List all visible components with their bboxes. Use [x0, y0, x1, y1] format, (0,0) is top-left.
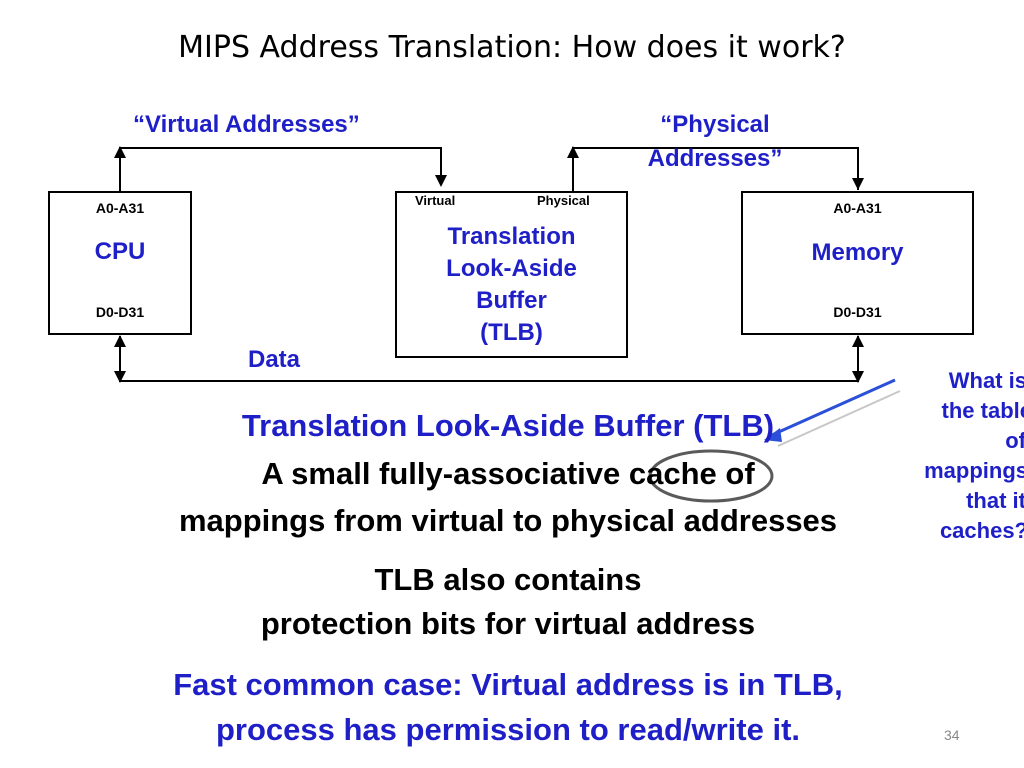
annotation-line6: caches? — [939, 518, 1024, 543]
memory-data-pins: D0-D31 — [833, 304, 882, 320]
body-line1: A small fully-associative cache of — [90, 456, 926, 492]
cpu-box: A0-A31 CPU D0-D31 — [48, 191, 192, 335]
cache-highlight-circle — [648, 449, 774, 503]
callout-annotation: What is the table of mappings that it ca… — [880, 366, 1024, 546]
page-number: 34 — [944, 727, 960, 743]
tlb-port-physical: Physical — [537, 193, 590, 208]
tlb-box: Virtual Physical Translation Look-Aside … — [395, 191, 628, 358]
virtual-address-wire — [119, 147, 442, 191]
annotation-line2: the table — [941, 398, 1024, 423]
data-bus-wire — [119, 336, 859, 382]
physical-addresses-label-line1: “Physical — [660, 111, 770, 138]
fast-case-line1: Fast common case: Virtual address is in … — [173, 667, 843, 702]
annotation-line1: What is — [948, 368, 1024, 393]
tlb-port-virtual: Virtual — [415, 193, 456, 208]
virtual-addresses-label: “Virtual Addresses” — [133, 111, 360, 138]
memory-box: A0-A31 Memory D0-D31 — [741, 191, 974, 335]
tlb-heading: Translation Look-Aside Buffer (TLB) — [241, 408, 775, 443]
slide-title: MIPS Address Translation: How does it wo… — [178, 30, 846, 65]
annotation-line3: of — [1005, 428, 1024, 453]
annotation-line5: that it — [966, 488, 1024, 513]
body-line4: protection bits for virtual address — [260, 606, 756, 641]
physical-address-wire — [572, 147, 859, 191]
physical-addresses-label-line2: Addresses” — [647, 145, 783, 172]
memory-name: Memory — [811, 239, 904, 266]
cpu-addr-pins: A0-A31 — [95, 200, 145, 216]
memory-addr-pins: A0-A31 — [833, 200, 882, 216]
body-line3: TLB also contains — [374, 562, 642, 597]
callout-line — [771, 378, 896, 437]
annotation-line4: mappings — [924, 458, 1024, 483]
data-label: Data — [248, 346, 301, 373]
cpu-data-pins: D0-D31 — [95, 304, 145, 320]
physical-addresses-label: “Physical Addresses” — [620, 108, 810, 176]
cpu-name: CPU — [94, 238, 146, 265]
tlb-name-line4: (TLB) — [480, 319, 543, 346]
fast-case-line2: process has permission to read/write it. — [215, 712, 801, 747]
body-line1-after: of — [716, 456, 755, 491]
tlb-name: Translation Look-Aside Buffer (TLB) — [397, 221, 626, 349]
tlb-name-line2: Look-Aside — [446, 255, 577, 282]
body-line1-cache: cache — [628, 456, 717, 491]
tlb-name-line1: Translation — [447, 223, 576, 250]
body-line1-before: A small fully-associative — [261, 456, 629, 491]
body-line2: mappings from virtual to physical addres… — [178, 503, 838, 538]
tlb-name-line3: Buffer — [476, 287, 547, 314]
